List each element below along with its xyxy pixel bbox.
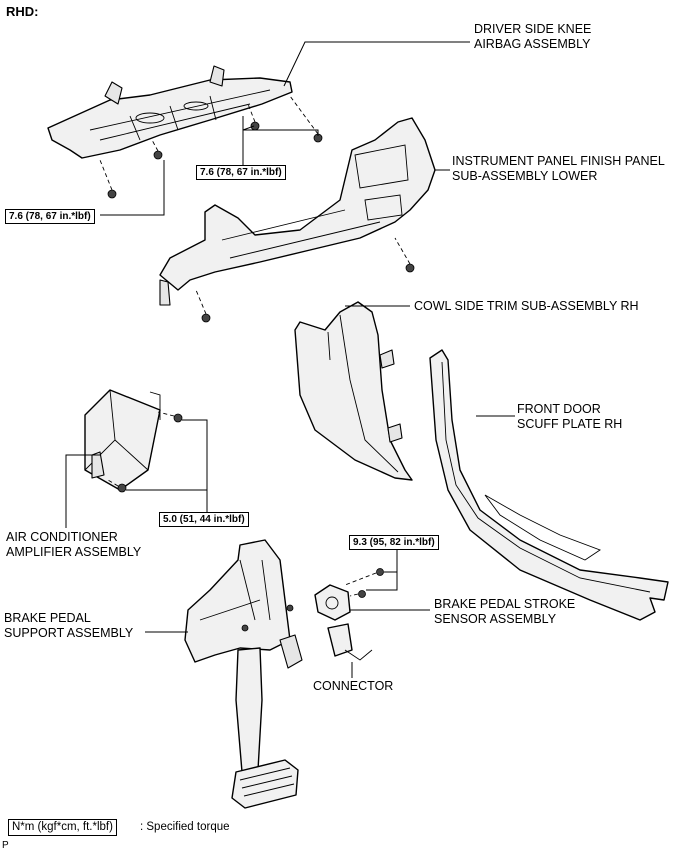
label-knee-airbag-line1: DRIVER SIDE KNEE <box>474 22 592 36</box>
label-knee-airbag-line2: AIRBAG ASSEMBLY <box>474 37 591 51</box>
finish-panel-lower <box>159 117 436 306</box>
footer-code: P <box>2 840 9 851</box>
brake-pedal-stroke-sensor <box>314 584 351 621</box>
legend-torque-unit-box: N*m (kgf*cm, ft.*lbf) <box>8 819 117 836</box>
torque-knee-airbag-upper: 7.6 (78, 67 in.*lbf) <box>196 165 286 180</box>
label-stroke-sensor-line1: BRAKE PEDAL STROKE <box>434 597 576 611</box>
label-scuff-plate-line2: SCUFF PLATE RH <box>517 417 623 431</box>
knee-airbag-assembly <box>47 65 293 159</box>
label-pedal-support-line2: SUPPORT ASSEMBLY <box>4 626 134 640</box>
torque-knee-airbag-lower: 7.6 (78, 67 in.*lbf) <box>5 209 95 224</box>
label-ac-amplifier-line1: AIR CONDITIONER <box>6 530 118 544</box>
label-finish-panel-line2: SUB-ASSEMBLY LOWER <box>452 169 598 183</box>
connector <box>327 623 373 661</box>
label-ac-amplifier-line2: AMPLIFIER ASSEMBLY <box>6 545 142 559</box>
legend-torque-description: : Specified torque <box>140 821 230 833</box>
label-scuff-plate-line1: FRONT DOOR <box>517 402 601 416</box>
view-tag: RHD: <box>6 4 39 19</box>
label-connector: CONNECTOR <box>313 679 394 693</box>
knee-airbag-bolts <box>99 95 323 199</box>
label-cowl-side-trim: COWL SIDE TRIM SUB-ASSEMBLY RH <box>414 299 639 313</box>
torque-stroke-sensor: 9.3 (95, 82 in.*lbf) <box>349 535 439 550</box>
label-finish-panel-line1: INSTRUMENT PANEL FINISH PANEL <box>452 154 665 168</box>
front-door-scuff-plate <box>429 349 669 621</box>
torque-ac-amplifier: 5.0 (51, 44 in.*lbf) <box>159 512 249 527</box>
label-pedal-support-line1: BRAKE PEDAL <box>4 611 91 625</box>
label-stroke-sensor-line2: SENSOR ASSEMBLY <box>434 612 557 626</box>
ac-amplifier-assembly <box>84 389 161 491</box>
brake-pedal-support <box>184 539 303 809</box>
cowl-side-trim <box>294 301 413 481</box>
